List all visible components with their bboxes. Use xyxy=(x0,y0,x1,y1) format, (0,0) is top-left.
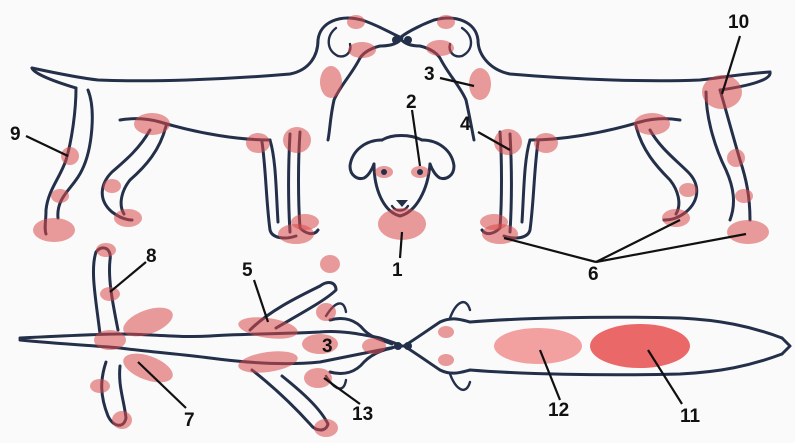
label-10: 10 xyxy=(728,12,749,33)
label-8: 8 xyxy=(146,246,157,267)
label-12: 12 xyxy=(548,400,569,421)
label-6: 6 xyxy=(588,264,599,285)
left-standing-dog xyxy=(32,15,402,244)
right-standing-dog xyxy=(400,15,770,244)
label-13: 13 xyxy=(352,404,373,425)
bottom-right-dog xyxy=(404,302,790,390)
label-3-lower: 3 xyxy=(322,336,333,357)
label-7: 7 xyxy=(184,410,195,431)
label-2: 2 xyxy=(406,92,417,113)
label-5: 5 xyxy=(242,260,253,281)
label-3-upper: 3 xyxy=(424,64,435,85)
bottom-left-dog xyxy=(20,243,402,437)
label-1: 1 xyxy=(392,260,403,281)
dog-face-front xyxy=(350,136,454,241)
label-9: 9 xyxy=(10,124,21,145)
label-11: 11 xyxy=(680,406,701,427)
label-4: 4 xyxy=(460,114,471,135)
